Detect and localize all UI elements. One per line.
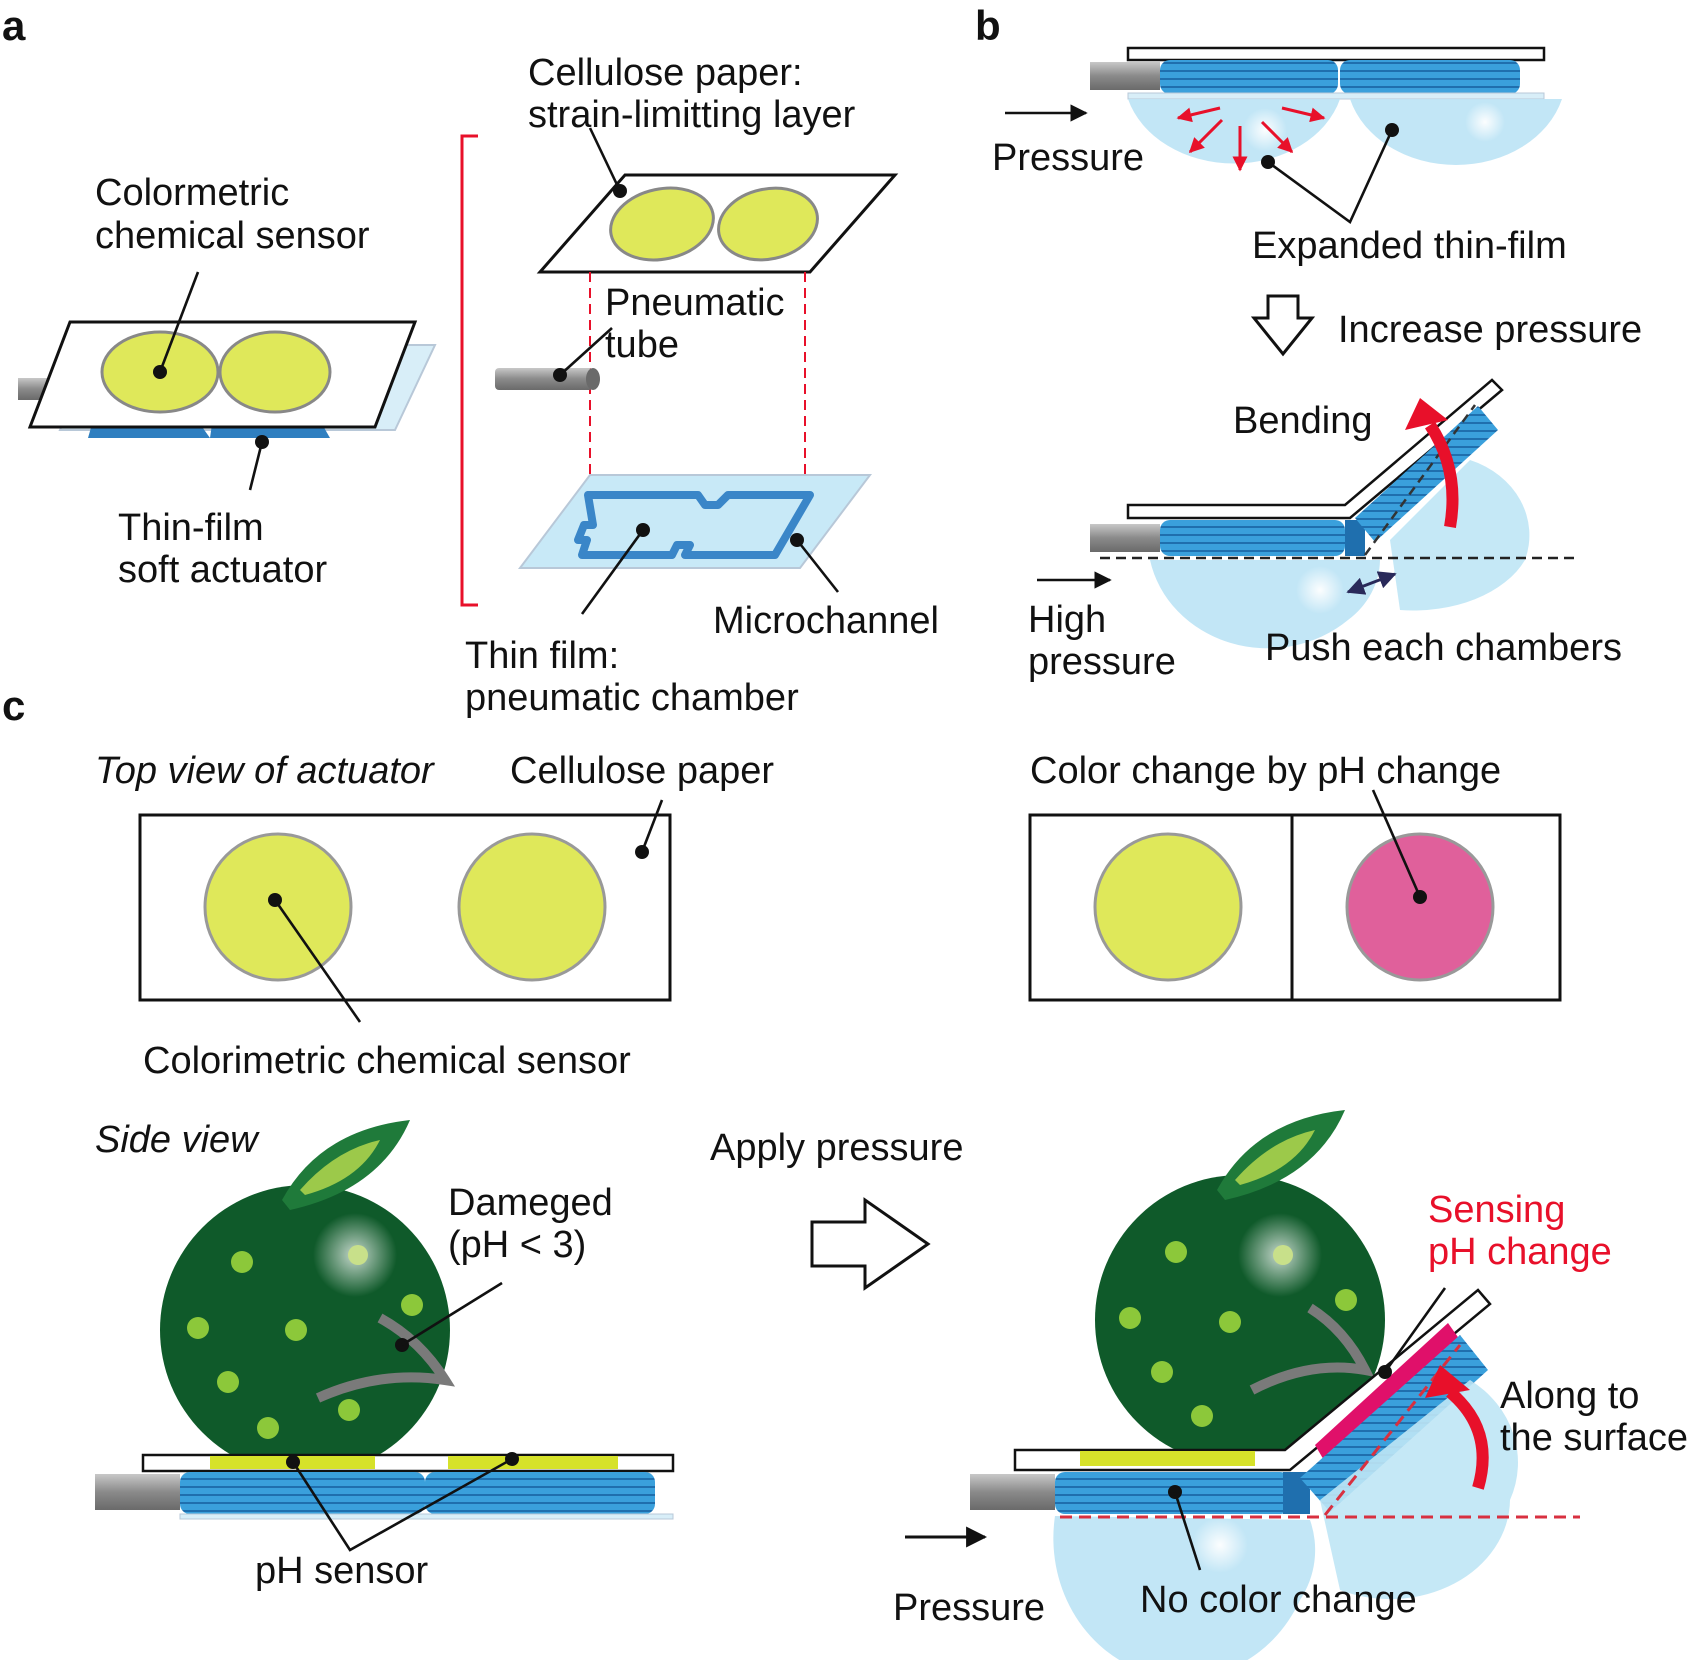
down-arrow-icon [1250,294,1316,357]
panel-c: Top view of actuator Cellulose paper Col… [95,750,1688,1660]
damage-mark [315,1313,456,1403]
actuator-label-line1: Thin-film [118,507,264,549]
expanded-bubble [1350,99,1562,165]
panel-letter-c: c [2,682,25,729]
film-chamber-bent [1355,406,1498,542]
increase-label: Increase pressure [1338,309,1642,351]
along-line1: Along to [1500,1375,1639,1417]
pressure-label: Pressure [893,1587,1045,1629]
tube-icon [1090,524,1160,552]
push-arrow [1346,571,1397,595]
color-change-label: Color change by pH change [1030,750,1501,792]
paper-label-line2: strain-limitting layer [528,94,856,136]
fruit-left [160,1120,456,1475]
damage-mark [1249,1303,1374,1395]
film-chamber [1340,60,1520,94]
side-view-title: Side view [95,1119,260,1161]
sensor-spot [218,330,332,414]
expanded-label: Expanded thin-film [1252,225,1567,267]
tube-icon [1090,62,1160,90]
sensor-spot [717,186,819,262]
panel-letter-a: a [2,2,26,49]
bending-arrow [1446,1387,1489,1490]
expanded-bubble [1053,1516,1316,1660]
film-chamber [1160,520,1345,556]
sensor-label-line1: Colormetric [95,172,289,214]
paper-strip [1126,46,1546,62]
bending-label: Bending [1233,400,1372,442]
microchannel-outline [574,491,814,559]
top-view-title: Top view of actuator [95,750,435,792]
right-arrow-icon [810,1197,931,1291]
sensor-spot-changed [1345,832,1495,982]
sensor-label-line2: chemical sensor [95,215,370,257]
tube-icon [95,1474,180,1510]
cellulose-paper-layer [536,173,899,274]
assembled-actuator [18,271,437,491]
high-pressure-line2: pressure [1028,641,1176,683]
microchannel-label: Microchannel [713,600,939,642]
no-color-label: No color change [1140,1579,1417,1621]
tube-label-line1: Pneumatic [605,282,785,324]
pressure-label: Pressure [992,137,1144,179]
sensor-spot [457,832,607,982]
ph-sensor-label: pH sensor [255,1550,429,1592]
film-chamber [1160,60,1338,94]
high-pressure-line1: High [1028,599,1106,641]
film-chamber [425,1472,655,1514]
damaged-line2: (pH < 3) [448,1224,586,1266]
panel-letter-b: b [975,2,1001,49]
push-label: Push each chambers [1265,627,1622,669]
expansion-arrows [1176,106,1326,172]
exploded-view-bracket [460,134,478,607]
paper-label-line1: Cellulose paper: [528,52,803,94]
expanded-bubble [1128,99,1340,164]
sensor-label: Colorimetric chemical sensor [143,1040,631,1082]
sensor-spot [203,832,353,982]
sensing-line1: Sensing [1428,1189,1565,1231]
film-label-line2: pneumatic chamber [465,677,799,719]
expanded-bubble [1390,460,1530,611]
film-chamber [180,1472,425,1514]
film-label-line1: Thin film: [465,635,619,677]
tube-label-line2: tube [605,324,679,366]
along-line2: the surface [1500,1417,1688,1459]
sensor-spot [609,186,715,262]
expanded-bubble [1320,1380,1518,1600]
fruit-right [1095,1110,1385,1465]
paper-label: Cellulose paper [510,750,774,792]
panel-a: Colormetric chemical sensor Thin-film so… [18,52,939,719]
paper-strip-bent [1126,378,1504,520]
apply-pressure-label: Apply pressure [710,1127,963,1169]
ph-sensor-changed [1315,1323,1460,1462]
bending-arrow [1424,421,1459,529]
actuator-label-line2: soft actuator [118,549,327,591]
pneumatic-tube-icon [495,368,593,390]
sensing-line2: pH change [1428,1231,1612,1273]
tube-icon [970,1474,1055,1510]
sensor-spot [1093,832,1243,982]
panel-b: Pressure Expanded thin-film Increase pre… [992,46,1642,683]
damaged-line1: Dameged [448,1182,613,1224]
